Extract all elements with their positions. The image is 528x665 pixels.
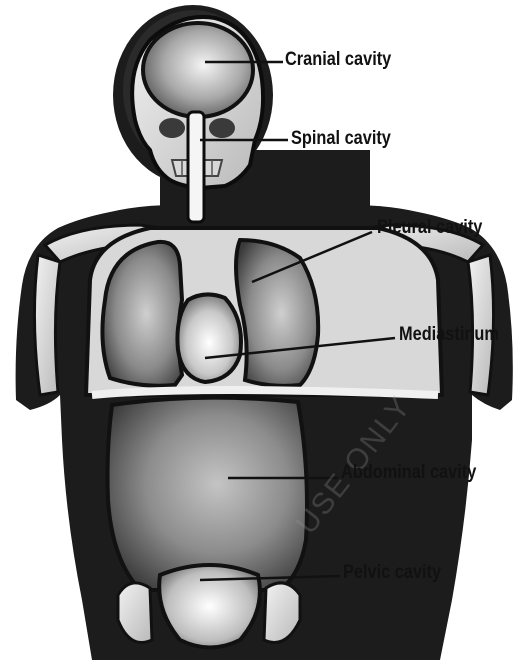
pelvic-bones bbox=[116, 581, 154, 644]
mediastinum-leader-line bbox=[204, 336, 396, 360]
cranial-cavity-shape bbox=[141, 21, 255, 119]
pelvic-cavity-shape bbox=[157, 563, 262, 650]
mediastinum-shape bbox=[175, 292, 243, 385]
label-spinal-cavity: Spinal cavity bbox=[291, 128, 391, 149]
diaphragm bbox=[91, 386, 439, 399]
spinal-cavity-shape bbox=[186, 110, 206, 224]
pleural-leader-line bbox=[251, 230, 373, 284]
label-abdominal-cavity: Abdominal cavity bbox=[341, 462, 477, 483]
label-pelvic-cavity: Pelvic cavity bbox=[343, 562, 442, 583]
pelvic-leader-line bbox=[199, 574, 341, 582]
label-mediastinum: Mediastinum bbox=[399, 324, 499, 345]
abdominal-cavity-shape bbox=[105, 395, 309, 592]
label-pleural-cavity: Pleural cavity bbox=[377, 217, 483, 238]
label-cranial-cavity: Cranial cavity bbox=[285, 49, 392, 70]
